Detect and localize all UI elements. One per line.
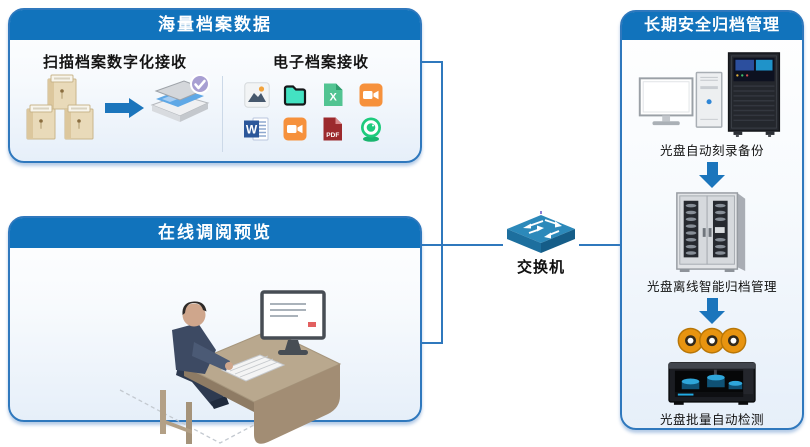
archive-boxes-group — [26, 74, 98, 144]
webcam-icon — [361, 117, 381, 142]
person-at-desk-illustration — [102, 278, 342, 447]
section-divider — [222, 76, 223, 152]
step-label-offline-archive: 光盘离线智能归档管理 — [646, 279, 777, 294]
check-badge-icon — [190, 74, 210, 94]
pdf-file-icon: PDF — [323, 117, 342, 141]
scanner-icon — [148, 73, 212, 136]
panel-massive-body: 扫描档案数字化接收 电子档案接收 — [10, 40, 420, 161]
arrow-down-icon — [699, 161, 725, 188]
disc-burning-station — [638, 52, 781, 137]
optical-discs-icon — [677, 327, 747, 354]
panel-title-archive-management: 长期安全归档管理 — [622, 12, 802, 40]
disc-detector-icon — [668, 362, 756, 406]
panel-massive-data: 海量档案数据 扫描档案数字化接收 电子档案接收 — [8, 8, 422, 163]
server-rack-icon — [727, 52, 781, 137]
disc-cabinet-icon — [676, 192, 746, 272]
folder-icon — [283, 85, 307, 106]
video-file-icon — [359, 83, 383, 107]
excel-file-icon: X — [324, 83, 343, 106]
desktop-computer-icon — [638, 71, 723, 128]
video-file-icon — [283, 117, 307, 141]
archive-box-icon — [47, 74, 77, 110]
panel-online-preview: 在线调阅预览 — [8, 216, 422, 444]
connector-bottom — [422, 342, 443, 344]
panel-title-online-preview: 在线调阅预览 — [10, 218, 420, 248]
word-file-icon: W — [244, 117, 269, 141]
panel-preview-body — [10, 248, 420, 444]
arrow-down-icon — [699, 297, 725, 324]
step-label-batch-detect: 光盘批量自动检测 — [659, 413, 764, 427]
step-label-burn-backup: 光盘自动刻录备份 — [659, 143, 764, 158]
svg-text:X: X — [330, 92, 338, 104]
svg-text:PDF: PDF — [326, 132, 339, 139]
electronic-file-icons: X W — [244, 82, 386, 144]
svg-text:W: W — [246, 123, 258, 137]
panel-archive-body: 光盘自动刻录备份 — [622, 40, 802, 428]
scan-section-title: 扫描档案数字化接收 — [42, 54, 187, 71]
archive-box-icon — [64, 104, 94, 140]
connector-switch-left — [422, 244, 503, 246]
switch-label: 交换机 — [516, 259, 565, 276]
connector-vertical — [441, 61, 443, 344]
connector-top — [422, 61, 443, 63]
archive-box-icon — [26, 104, 56, 140]
panel-title-massive-data: 海量档案数据 — [10, 10, 420, 40]
panel-archive-management: 长期安全归档管理 — [620, 10, 804, 430]
electronic-section-title: 电子档案接收 — [272, 54, 369, 71]
image-file-icon — [244, 82, 270, 108]
network-switch-icon — [503, 210, 579, 254]
arrow-right-icon — [105, 98, 145, 118]
connector-switch-right — [579, 244, 620, 246]
